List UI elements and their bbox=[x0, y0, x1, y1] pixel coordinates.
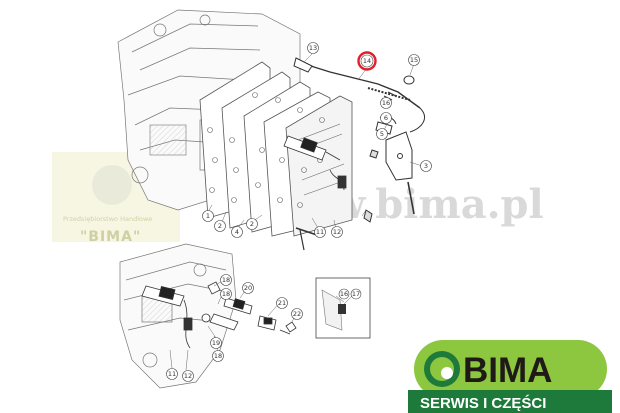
svg-text:22: 22 bbox=[293, 310, 301, 318]
callout-4 bbox=[231, 226, 243, 238]
watermark-line1: Przedsiębiorstwo Handlowe bbox=[63, 215, 152, 223]
solenoid-valve-upper bbox=[283, 135, 347, 191]
callout-2 bbox=[214, 220, 226, 232]
callout-12b bbox=[182, 370, 194, 382]
svg-text:13: 13 bbox=[309, 44, 317, 52]
solenoid-valve-lower bbox=[141, 285, 193, 349]
svg-text:17: 17 bbox=[352, 290, 360, 298]
svg-text:20: 20 bbox=[244, 284, 252, 292]
svg-text:16: 16 bbox=[340, 290, 348, 298]
svg-text:3: 3 bbox=[424, 162, 428, 170]
callout-19 bbox=[210, 337, 222, 349]
callout-labels: 13 15 16 6 5 3 1 2 4 2 11 12 18 20 21 22… bbox=[168, 44, 428, 380]
spring-16 bbox=[367, 87, 411, 101]
svg-text:15: 15 bbox=[410, 56, 418, 64]
svg-text:18: 18 bbox=[222, 276, 230, 284]
svg-text:18: 18 bbox=[222, 290, 230, 298]
callout-13 bbox=[307, 42, 319, 54]
svg-text:1: 1 bbox=[206, 212, 210, 220]
valve-plate-holes bbox=[207, 92, 347, 208]
callout-3 bbox=[420, 160, 432, 172]
svg-text:2: 2 bbox=[250, 220, 254, 228]
svg-text:11: 11 bbox=[168, 370, 176, 378]
svg-text:21: 21 bbox=[278, 299, 286, 307]
svg-text:2: 2 bbox=[218, 222, 222, 230]
callout-15 bbox=[408, 54, 420, 66]
watermark-logo-mark bbox=[92, 165, 132, 205]
svg-text:14: 14 bbox=[363, 57, 371, 65]
callout-6 bbox=[380, 112, 392, 124]
callout-2b bbox=[246, 218, 258, 230]
svg-text:12: 12 bbox=[184, 372, 192, 380]
callout-18c bbox=[212, 350, 224, 362]
svg-text:18: 18 bbox=[214, 352, 222, 360]
lower-exploded-parts bbox=[201, 281, 297, 335]
callout-1 bbox=[202, 210, 214, 222]
callout-18 bbox=[220, 274, 232, 286]
bracket-3 bbox=[385, 131, 413, 181]
inset-callout-16 bbox=[338, 288, 350, 300]
logo-subtitle: SERWIS I CZĘŚCI bbox=[420, 394, 546, 412]
watermark-line2: "BIMA" bbox=[80, 229, 141, 245]
callouts bbox=[166, 42, 432, 382]
svg-text:12: 12 bbox=[333, 228, 341, 236]
svg-text:11: 11 bbox=[316, 228, 324, 236]
highlighted-callout-14: 14 bbox=[357, 51, 377, 71]
svg-text:6: 6 bbox=[384, 114, 388, 122]
callout-18b bbox=[220, 288, 232, 300]
bima-logo: BIMA SERWIS I CZĘŚCI bbox=[408, 340, 612, 413]
callout-5 bbox=[376, 128, 388, 140]
callout-11b bbox=[166, 368, 178, 380]
logo-footer-bar bbox=[408, 390, 612, 413]
detail-inset bbox=[315, 277, 371, 339]
hose-14 bbox=[297, 61, 421, 109]
callout-16 bbox=[380, 97, 392, 109]
callout-20 bbox=[242, 282, 254, 294]
ring-15 bbox=[403, 75, 415, 85]
svg-text:16: 16 bbox=[382, 99, 390, 107]
callout-21 bbox=[276, 297, 288, 309]
logo-green-pill bbox=[414, 340, 607, 398]
svg-text:5: 5 bbox=[380, 130, 384, 138]
callout-11 bbox=[314, 226, 326, 238]
logo-o-dot bbox=[441, 367, 453, 379]
callout-12 bbox=[331, 226, 343, 238]
highlight-ring bbox=[357, 51, 377, 71]
callout-22 bbox=[291, 308, 303, 320]
svg-text:19: 19 bbox=[212, 339, 220, 347]
valve-body bbox=[285, 95, 353, 237]
inset-callout-17 bbox=[350, 288, 362, 300]
valve-plate-stack bbox=[199, 61, 353, 237]
svg-text:4: 4 bbox=[235, 228, 239, 236]
logo-word: BIMA bbox=[463, 351, 552, 390]
